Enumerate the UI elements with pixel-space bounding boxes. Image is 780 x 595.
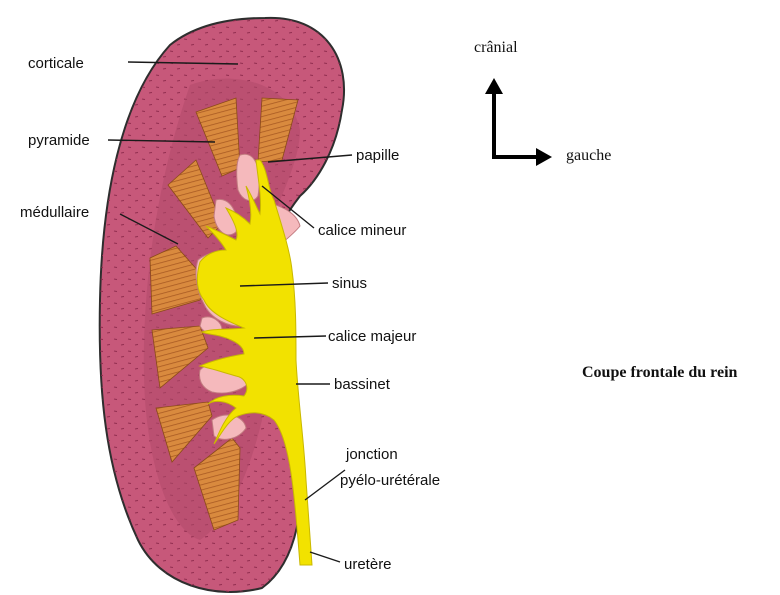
label-uretere: uretère xyxy=(344,556,392,573)
label-medullaire: médullaire xyxy=(20,204,89,221)
label-sinus: sinus xyxy=(332,275,367,292)
arrow-up-icon xyxy=(485,78,503,94)
diagram-caption: Coupe frontale du rein xyxy=(582,364,738,381)
pyramids xyxy=(149,97,299,531)
arrow-right-icon xyxy=(536,148,552,166)
label-jonction: jonction xyxy=(345,446,398,463)
renal-pelvis xyxy=(196,159,313,566)
label-calice-mineur: calice mineur xyxy=(318,222,406,239)
label-corticale: corticale xyxy=(28,55,84,72)
label-gauche: gauche xyxy=(566,147,611,164)
label-cranial: crânial xyxy=(474,39,518,56)
anatomy-labels: corticale pyramide médullaire papille ca… xyxy=(20,55,440,573)
label-calice-majeur: calice majeur xyxy=(328,328,416,345)
leader-lines xyxy=(107,61,353,563)
label-bassinet: bassinet xyxy=(334,376,391,393)
label-pyelo-ureterale: pyélo-urétérale xyxy=(340,472,440,489)
label-papille: papille xyxy=(356,147,399,164)
orientation-axes: crânial gauche xyxy=(474,39,611,166)
label-pyramide: pyramide xyxy=(28,132,90,149)
